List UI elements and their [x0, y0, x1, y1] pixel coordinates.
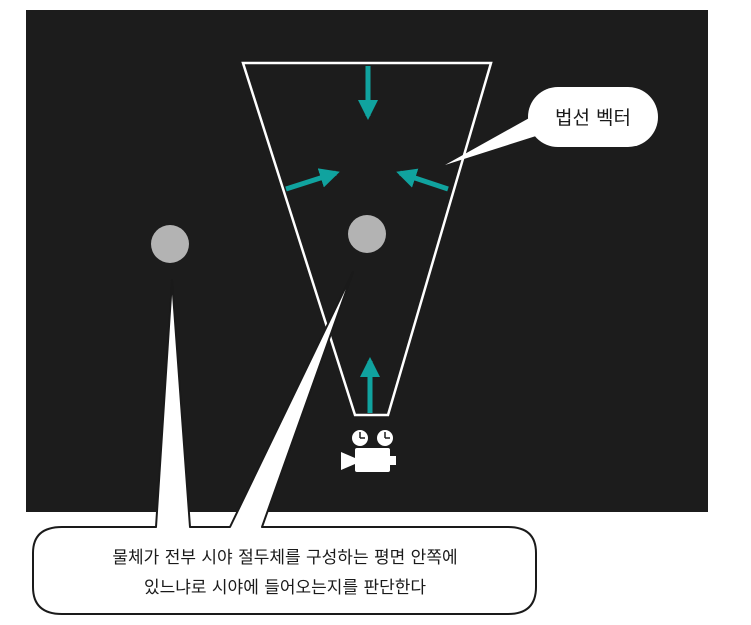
- movie-camera-icon: [341, 430, 396, 472]
- caption-line-1: 물체가 전부 시야 절두체를 구성하는 평면 안쪽에: [112, 548, 457, 568]
- bubble-shape: [32, 271, 537, 615]
- object-inside: [348, 215, 386, 253]
- view-frustum: [241, 61, 493, 417]
- normal-arrow-right: [396, 168, 449, 192]
- normal-vectors: [285, 66, 449, 413]
- normal-arrow-left: [285, 168, 340, 192]
- caption-line-2: 있느냐로 시야에 들어오는지를 판단한다: [144, 578, 426, 598]
- object-outside: [151, 225, 189, 263]
- caption-bubble: 물체가 전부 시야 절두체를 구성하는 평면 안쪽에 있느냐로 시야에 들어오는…: [32, 271, 537, 615]
- normal-vector-callout: 법선 벡터: [445, 87, 658, 165]
- normal-vector-label: 법선 벡터: [555, 107, 631, 129]
